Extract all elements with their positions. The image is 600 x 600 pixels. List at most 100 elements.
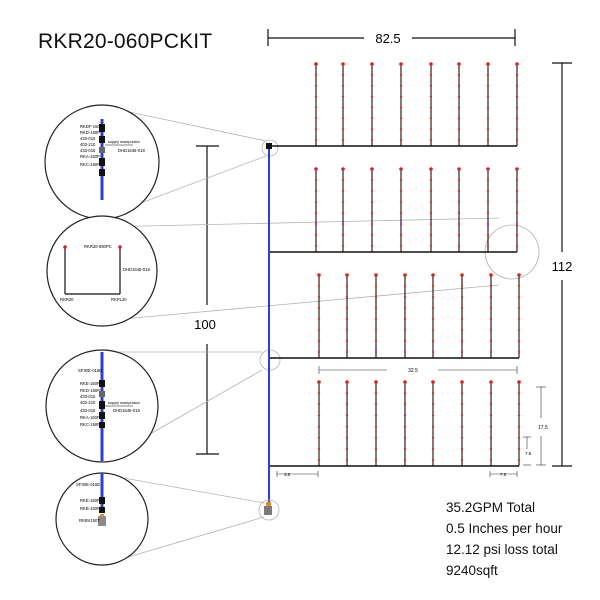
detail-4: SF30E-015D RKE-150P RKB-150P RKBV150T bbox=[55, 472, 149, 566]
emitter bbox=[345, 392, 349, 395]
emitter bbox=[341, 95, 345, 98]
emitter bbox=[429, 73, 433, 76]
emitter bbox=[431, 306, 435, 310]
stats-panel: 35.2GPM Total 0.5 Inches per hour 12.12 … bbox=[446, 497, 562, 581]
emitter bbox=[515, 167, 519, 171]
emitter bbox=[374, 284, 378, 288]
detail-2-top-label: RKR20-060PC bbox=[84, 244, 112, 249]
emitter bbox=[399, 222, 403, 226]
emitter bbox=[341, 222, 345, 226]
emitter bbox=[403, 350, 407, 354]
valve-cap bbox=[266, 502, 271, 506]
emitter bbox=[370, 73, 374, 76]
emitter bbox=[403, 380, 407, 384]
lateral-length-label: 17.5 bbox=[538, 425, 548, 431]
emitter bbox=[317, 414, 321, 417]
emitter bbox=[489, 317, 493, 321]
emitter bbox=[460, 284, 464, 288]
inner-width-dimension: 32.5 bbox=[318, 366, 518, 374]
edge-offset-dimension: 3.5 bbox=[276, 471, 319, 477]
detail-1-label-1: RKDF-150P bbox=[80, 124, 103, 129]
emitter bbox=[517, 392, 521, 395]
emitter bbox=[489, 273, 493, 277]
emitter bbox=[341, 128, 345, 131]
emitter bbox=[341, 244, 345, 248]
emitter bbox=[429, 138, 433, 142]
emitter bbox=[431, 403, 435, 406]
emitter bbox=[429, 178, 433, 182]
emitter bbox=[429, 244, 433, 248]
detail-1-label-6: RKA-150P bbox=[80, 154, 100, 159]
emitter bbox=[517, 447, 521, 450]
emitter bbox=[345, 403, 349, 406]
emitter bbox=[486, 62, 490, 66]
emitter bbox=[429, 106, 433, 109]
emitter bbox=[429, 200, 433, 204]
emitter bbox=[489, 339, 493, 343]
emitter bbox=[486, 138, 490, 142]
emitter bbox=[429, 128, 433, 131]
detail-1-label-4: 402-210 bbox=[80, 142, 96, 147]
emitter bbox=[431, 392, 435, 395]
emitter bbox=[515, 244, 519, 248]
emitter bbox=[460, 447, 464, 450]
total-flow: 35.2GPM Total bbox=[446, 500, 536, 515]
emitter bbox=[314, 62, 318, 66]
emitter bbox=[399, 233, 403, 237]
application-rate: 0.5 Inches per hour bbox=[446, 521, 563, 536]
emitter bbox=[399, 95, 403, 98]
emitter bbox=[460, 425, 464, 428]
emitter bbox=[374, 350, 378, 354]
emitter bbox=[399, 106, 403, 109]
emitter bbox=[345, 339, 349, 343]
emitter bbox=[314, 244, 318, 248]
emitter bbox=[314, 222, 318, 226]
emitter bbox=[403, 284, 407, 288]
row-spacing-label: 7.5 bbox=[525, 451, 532, 456]
emitter bbox=[345, 328, 349, 332]
height-dimension: 112 bbox=[552, 62, 572, 467]
emitter bbox=[341, 62, 345, 66]
emitter bbox=[429, 222, 433, 226]
emitter bbox=[517, 350, 521, 354]
emitter bbox=[317, 339, 321, 343]
emitter bbox=[370, 84, 374, 87]
emitter bbox=[460, 339, 464, 343]
emitter bbox=[370, 211, 374, 215]
emitter bbox=[489, 350, 493, 354]
emitter bbox=[317, 447, 321, 450]
emitter bbox=[374, 425, 378, 428]
emitter bbox=[515, 211, 519, 215]
emitter-spacing-label: 7.5 bbox=[500, 472, 507, 477]
emitter bbox=[457, 106, 461, 109]
emitter bbox=[314, 95, 318, 98]
emitter bbox=[460, 306, 464, 310]
emitter bbox=[341, 167, 345, 171]
emitter bbox=[314, 138, 318, 142]
valve-body bbox=[264, 506, 272, 515]
emitter bbox=[399, 200, 403, 204]
emitter bbox=[341, 233, 345, 237]
emitter bbox=[370, 62, 374, 66]
emitter bbox=[486, 211, 490, 215]
emitter bbox=[457, 200, 461, 204]
emitter bbox=[317, 436, 321, 439]
emitter bbox=[345, 447, 349, 450]
emitter bbox=[517, 458, 521, 462]
detail-3-label-2: RKD-150P bbox=[80, 388, 100, 393]
coverage-area: 9240sqft bbox=[446, 563, 498, 578]
width-dimension: 82.5 bbox=[267, 29, 516, 46]
emitter bbox=[317, 317, 321, 321]
emitter bbox=[457, 95, 461, 98]
emitter bbox=[399, 138, 403, 142]
emitter bbox=[370, 233, 374, 237]
emitter bbox=[517, 403, 521, 406]
detail-3-label-1: RKE-150P bbox=[80, 381, 100, 386]
callout-lines bbox=[100, 105, 500, 566]
emitter bbox=[431, 284, 435, 288]
emitter bbox=[314, 178, 318, 182]
emitter bbox=[515, 117, 519, 120]
emitter bbox=[515, 189, 519, 193]
emitter bbox=[460, 317, 464, 321]
